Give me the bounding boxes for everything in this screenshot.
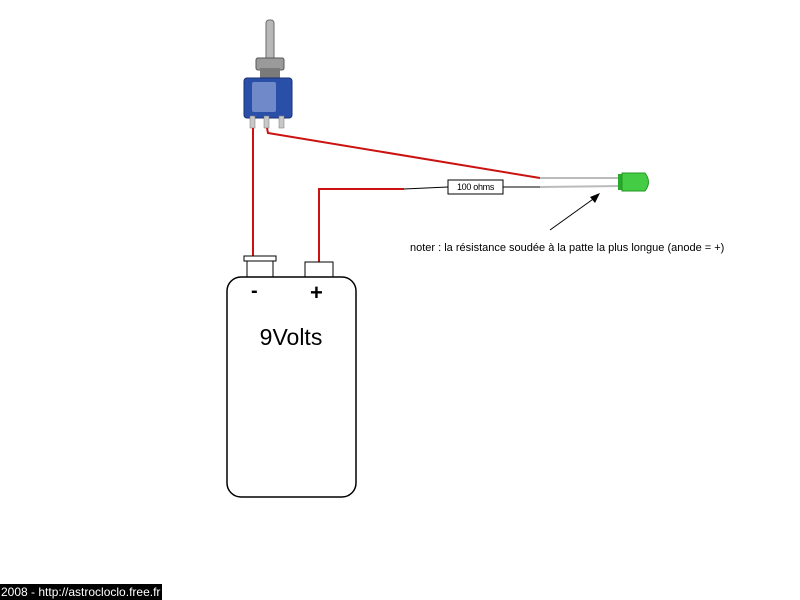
- positive-terminal-label: +: [310, 280, 323, 305]
- resistor-label: 100 ohms: [456, 182, 495, 192]
- annotation-note: noter : la résistance soudée à la patte …: [410, 242, 725, 254]
- negative-terminal-label: -: [251, 280, 258, 302]
- battery-label: 9Volts: [259, 324, 323, 350]
- resistor-icon: [447, 179, 504, 195]
- toggle-switch-icon: [243, 19, 293, 129]
- battery-icon: [226, 255, 357, 498]
- footer-credit: 2008 - http://astrocloclo.free.fr: [0, 584, 163, 600]
- arrow-icon: [549, 193, 600, 231]
- wires: [252, 127, 541, 262]
- led-icon: [618, 172, 649, 192]
